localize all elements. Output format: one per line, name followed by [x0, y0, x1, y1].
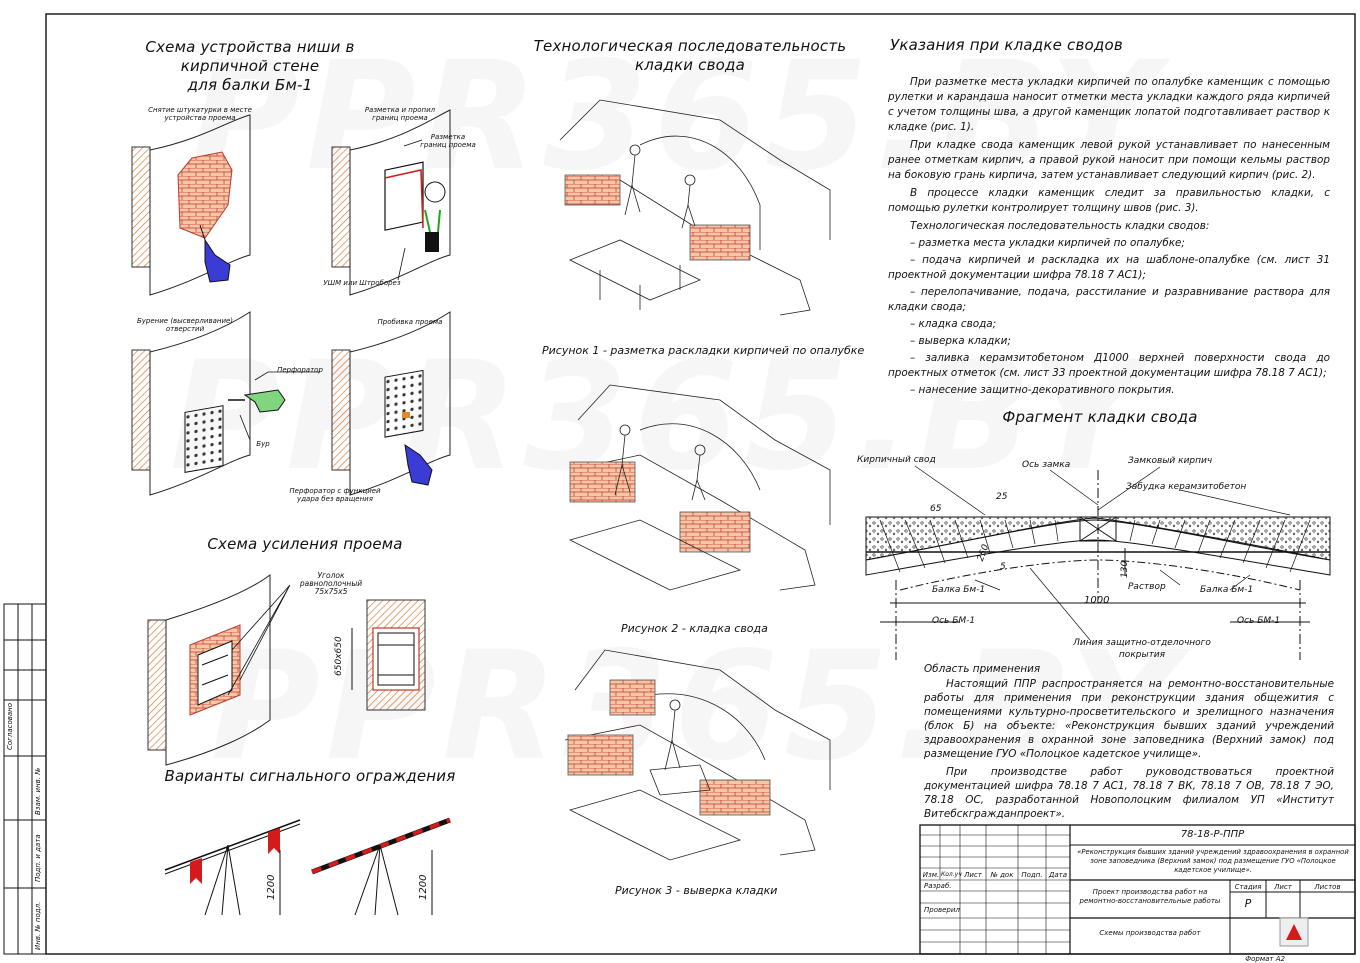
- fragment-title: Фрагмент кладки свода: [1002, 408, 1198, 426]
- reinf-title: Схема усиления проема: [207, 535, 403, 553]
- tb-h-date: Дата: [1048, 871, 1068, 879]
- tb-sheet-name: Схемы производства работ: [1099, 929, 1201, 937]
- frag-finish-label: Линия защитно-отделочного покрытия: [1073, 638, 1211, 660]
- instr-p1: При разметке места укладки кирпичей по о…: [888, 76, 1330, 133]
- tb-h-doc: № док: [990, 871, 1014, 879]
- scope-p2: При производстве работ руководствоваться…: [924, 766, 1334, 820]
- instr-p4: Технологическая последовательность кладк…: [910, 220, 1210, 232]
- instr-l3: – перелопачивание, подача, расстилание и…: [888, 286, 1330, 313]
- figure-2-caption: Рисунок 2 - кладка свода: [621, 622, 768, 635]
- figure-3: [564, 649, 831, 861]
- reinf-angle-label: Уголок равнополочный 75x75x5: [299, 571, 363, 596]
- frag-span: 1000: [1084, 595, 1110, 606]
- tb-code: 78-18-Р-ППР: [1180, 829, 1245, 840]
- tb-stage: Р: [1244, 897, 1252, 910]
- tb-format: Формат А2: [1245, 955, 1285, 963]
- step3-tool-label: Перфоратор: [277, 366, 323, 374]
- figure-1: [559, 99, 831, 316]
- tb-lists-h: Листов: [1314, 883, 1341, 891]
- instr-l1: – разметка места укладки кирпичей по опа…: [910, 237, 1185, 249]
- instr-p3: В процессе кладки каменщик следит за пра…: [888, 187, 1330, 214]
- scope-block: Область применения Настоящий ППР распрос…: [924, 662, 1334, 821]
- figure-1-caption: Рисунок 1 - разметка раскладки кирпичей …: [542, 344, 865, 357]
- scope-head: Область применения: [924, 663, 1041, 675]
- step3-label: Бурение (высверливание) отверстий: [136, 317, 234, 333]
- tool-ushm-label: УШМ или Штроборез: [323, 279, 401, 287]
- tb-h-izm: Изм.: [922, 871, 940, 879]
- tb-stage-h: Стадия: [1234, 883, 1262, 891]
- tb-proveril: Проверил: [924, 906, 960, 914]
- tb-list-h: Лист: [1274, 883, 1292, 891]
- tb-h-kol: Кол.уч: [941, 871, 962, 878]
- tb-h-list: Лист: [964, 871, 982, 879]
- frag-key-brick-label: Замковый кирпич: [1128, 456, 1213, 466]
- instr-l7: – нанесение защитно-декоративного покрыт…: [910, 384, 1175, 396]
- instructions-body: При разметке места укладки кирпичей по о…: [888, 75, 1330, 398]
- middle-title: Технологическая последовательность кладк…: [533, 37, 847, 74]
- figure-2: [568, 384, 831, 591]
- instr-p2: При кладке свода каменщик левой рукой ус…: [888, 139, 1330, 181]
- tb-razrab: Разраб.: [924, 882, 952, 890]
- step2-label: Разметка и пропил границ проема: [364, 106, 436, 122]
- tb-h-podp: Подп.: [1021, 871, 1043, 879]
- frag-beam-left: Балка Бм-1: [932, 585, 986, 595]
- niche-title: Схема устройства ниши в кирпичной стене …: [145, 38, 355, 94]
- instr-l4: – кладка свода;: [910, 318, 997, 330]
- figure-3-caption: Рисунок 3 - выверка кладки: [615, 884, 778, 897]
- instr-l6: – заливка керамзитобетоном Д1000 верхней…: [888, 352, 1330, 379]
- step1-label: Снятие штукатурки в месте устройства про…: [148, 106, 252, 122]
- frag-d5: 5: [1000, 562, 1006, 572]
- step4-tool-label: Перфоратор с функцией удара без вращения: [289, 487, 381, 503]
- tb-project: Проект производства работ на ремонтно-во…: [1079, 888, 1221, 905]
- frag-beam-right: Балка Бм-1: [1200, 585, 1254, 595]
- frag-axis-right: Ось БМ-1: [1237, 616, 1281, 626]
- fence-title: Варианты сигнального ограждения: [164, 767, 456, 785]
- frag-axis-key-label: Ось замка: [1022, 460, 1071, 470]
- frag-brick-label: Кирпичный свод: [857, 455, 936, 465]
- instr-l5: – выверка кладки;: [910, 335, 1011, 347]
- instr-l2: – подача кирпичей и раскладка их на шабл…: [888, 254, 1330, 281]
- frag-d25: 25: [996, 492, 1008, 502]
- step4-label: Пробивка проема: [377, 318, 443, 326]
- frag-mortar: Раствор: [1128, 582, 1166, 592]
- frag-fill-label: Забудка керамзитобетон: [1126, 482, 1247, 492]
- instructions-title: Указания при кладке сводов: [890, 36, 1123, 54]
- frag-d65: 65: [930, 504, 942, 514]
- step3-bit-label: Бур: [256, 440, 270, 448]
- frag-axis-left: Ось БМ-1: [932, 616, 976, 626]
- scope-p1: Настоящий ППР распространяется на ремонт…: [924, 678, 1334, 760]
- step2-mark-label: Разметка границ проема: [420, 133, 476, 149]
- tb-object: «Реконструкция бывших зданий учреждений …: [1077, 848, 1349, 874]
